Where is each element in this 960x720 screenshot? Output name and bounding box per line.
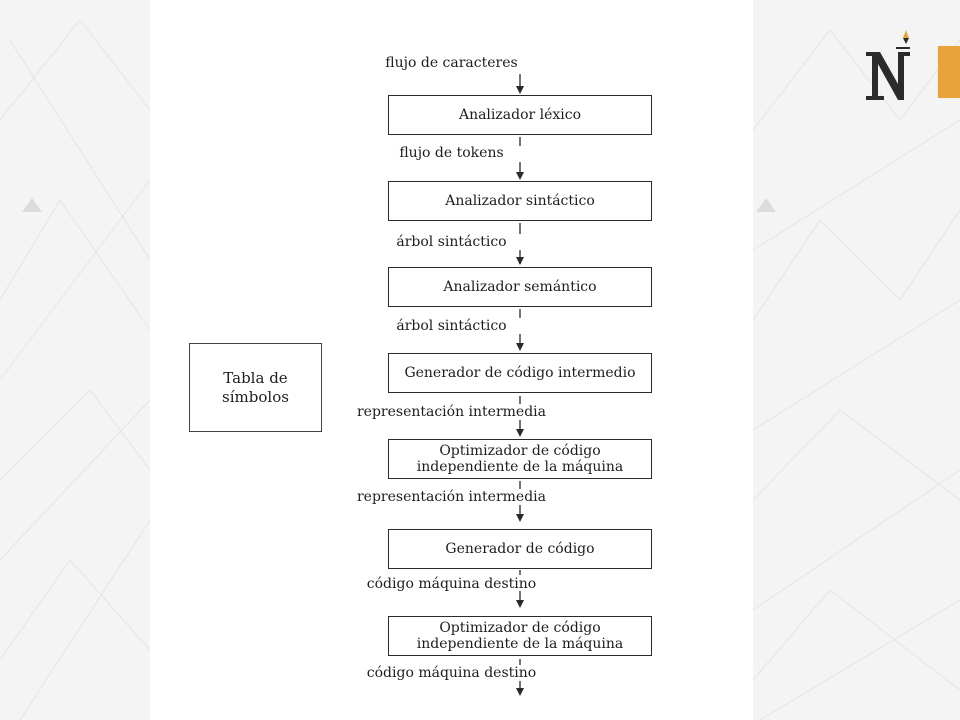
flow-label-tokens: flujo de tokens bbox=[399, 145, 504, 161]
stage-label: Generador de código bbox=[445, 541, 595, 557]
flow-arrows bbox=[516, 74, 524, 696]
stage-semantic-analyzer: Analizador semántico bbox=[388, 267, 652, 307]
stage-label: Generador de código intermedio bbox=[404, 365, 636, 381]
flow-label-intermediate-representation-2: representación intermedia bbox=[356, 489, 547, 505]
stage-label: Analizador léxico bbox=[458, 107, 582, 123]
stage-label: Analizador sintáctico bbox=[445, 193, 595, 209]
stage-intermediate-code-generator: Generador de código intermedio bbox=[388, 353, 652, 393]
stage-machine-dependent-optimizer: Optimizador de código independiente de l… bbox=[388, 616, 652, 656]
flow-label-target-machine-code: código máquina destino bbox=[366, 576, 537, 592]
stage-syntax-analyzer: Analizador sintáctico bbox=[388, 181, 652, 221]
flow-label-target-machine-code-2: código máquina destino bbox=[366, 665, 537, 681]
symbol-table-box: Tabla de símbolos bbox=[189, 343, 322, 432]
stage-code-generator: Generador de código bbox=[388, 529, 652, 569]
stage-machine-independent-optimizer: Optimizador de código independiente de l… bbox=[388, 439, 652, 479]
n-star-logo-icon bbox=[866, 30, 910, 100]
accent-bar bbox=[938, 46, 960, 98]
stage-label: Analizador semántico bbox=[443, 279, 597, 295]
stage-label: Optimizador de código independiente de l… bbox=[416, 620, 624, 652]
flow-label-syntax-tree: árbol sintáctico bbox=[396, 234, 507, 250]
compiler-phases-figure: flujo de caracteres Analizador léxico fl… bbox=[150, 0, 753, 720]
flow-label-intermediate-representation: representación intermedia bbox=[356, 404, 547, 420]
flow-label-syntax-tree-2: árbol sintáctico bbox=[396, 318, 507, 334]
stage-lexical-analyzer: Analizador léxico bbox=[388, 95, 652, 135]
flow-label-characters: flujo de caracteres bbox=[385, 55, 518, 71]
symbol-table-label: Tabla de símbolos bbox=[222, 368, 289, 406]
stage-label: Optimizador de código independiente de l… bbox=[416, 443, 624, 475]
